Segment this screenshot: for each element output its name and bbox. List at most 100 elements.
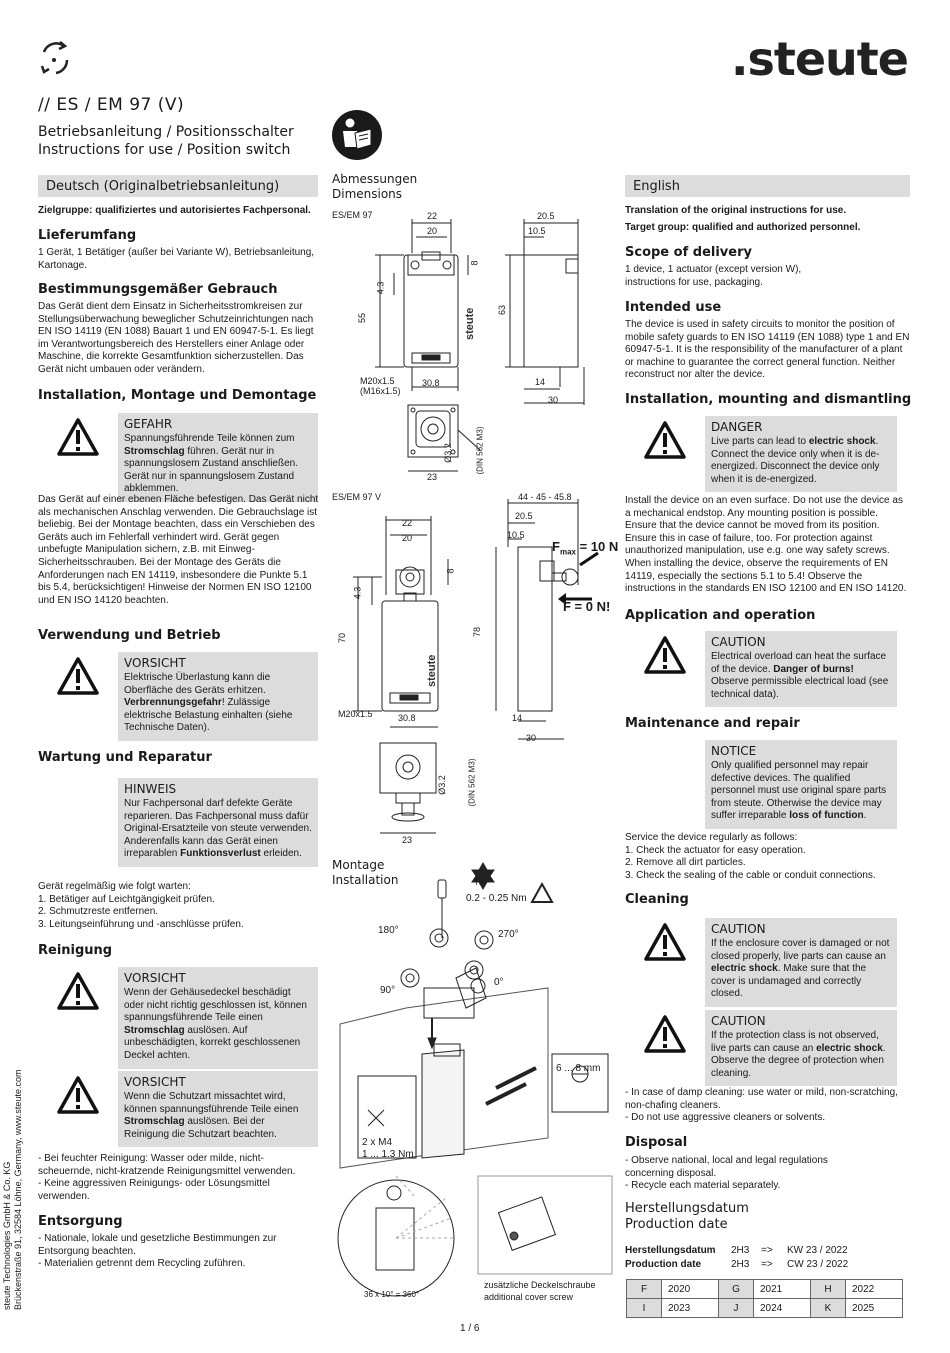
- list-item: 2. Schmutzreste entfernen.: [38, 906, 159, 918]
- caution-title-en: CAUTION: [711, 635, 766, 649]
- caution-box-op-de: VORSICHT Elektrische Überlastung kann di…: [38, 652, 318, 741]
- dim-20-5b: 20.5: [515, 511, 533, 521]
- maint-heading-de: Wartung und Reparatur: [38, 750, 212, 765]
- dim-70: 70: [337, 632, 348, 644]
- install-heading-de: Installation, Montage und Demontage: [38, 388, 317, 403]
- use-section-de: Bestimmungsgemäßer Gebrauch Das Gerät di…: [38, 282, 320, 377]
- use-section-en: Intended use The device is used in safet…: [625, 300, 911, 382]
- install-text-de: Das Gerät auf einer ebenen Fläche befest…: [38, 494, 319, 606]
- clean2-emph-en: electric shock: [816, 1042, 883, 1054]
- maint-text2-en: .: [863, 810, 867, 822]
- dim-8b: 8: [445, 568, 456, 574]
- dim-20-5: 20.5: [537, 211, 555, 221]
- scope-text-en: 1 device, 1 actuator (except version W),…: [625, 264, 802, 288]
- clean-heading-en: Cleaning: [625, 892, 689, 907]
- recycle-icon: [36, 38, 74, 78]
- dim-4-3b: 4.3: [352, 586, 363, 600]
- dim-22: 22: [427, 211, 438, 221]
- warning-triangle-icon: [38, 1071, 118, 1147]
- dim-63: 63: [497, 304, 508, 316]
- warning-triangle-icon: [38, 967, 118, 1069]
- dim-23b: 23: [402, 835, 413, 845]
- caution-box-clean2-de: VORSICHT Wenn die Schutzart missachtet w…: [38, 1071, 318, 1148]
- page-number: 1 / 6: [460, 1323, 480, 1334]
- dim-30b: 30: [526, 733, 537, 743]
- list-item: - Materialien getrennt dem Recycling zuf…: [38, 1258, 246, 1270]
- dim-din: (DIN 562 M3): [475, 426, 485, 475]
- warning-triangle-icon: [625, 1010, 705, 1086]
- list-item: - Keine aggressiven Reinigungs- oder Lös…: [38, 1178, 270, 1202]
- torque2-label: 1 ... 1.3 Nm: [362, 1149, 414, 1160]
- caution-title-de: VORSICHT: [124, 656, 186, 670]
- angle-270: 270°: [498, 929, 519, 940]
- clean2-text2-de: auslösen. Bei der Reinigung die Schutzar…: [124, 1116, 277, 1140]
- dimension-drawing-es97: steute: [375, 219, 585, 472]
- op-heading-en: Application and operation: [625, 608, 816, 623]
- prod-rows: Herstellungsdatum 2H3 => KW 23 / 2022 Pr…: [625, 1244, 848, 1272]
- clean1-text-de: Wenn der Gehäusedeckel beschädigt oder n…: [124, 987, 307, 1024]
- maint-heading-en: Maintenance and repair: [625, 716, 800, 731]
- list-item: - Observe national, local and legal regu…: [625, 1155, 828, 1179]
- dim-4-3: 4.3: [375, 281, 386, 295]
- dim-55: 55: [357, 312, 368, 324]
- disp-list-de: - Nationale, lokale und gesetzliche Best…: [38, 1233, 300, 1271]
- clean2-text-en: If the protection class is not observed,…: [711, 1030, 879, 1054]
- warning-triangle-icon: [38, 652, 118, 741]
- mont-heading-de: Montage: [332, 858, 385, 872]
- installation-drawing: [337, 861, 613, 1297]
- force-zero-label: F = 0 N!: [563, 599, 611, 614]
- caution-box-clean2-en: CAUTION If the protection class is not o…: [625, 1010, 897, 1087]
- device-logo-text: steute: [464, 308, 476, 340]
- prod-heading: Herstellungsdatum Production date: [625, 1201, 749, 1233]
- warning-triangle-icon: [38, 413, 118, 502]
- brand-logo: .steute: [731, 32, 909, 86]
- list-item: 3. Check the sealing of the cable or con…: [625, 869, 876, 881]
- company-name: steute Technologies GmbH & Co. KG: [2, 1161, 12, 1310]
- warning-triangle-icon: [625, 631, 705, 707]
- danger-text2-de: führen. Gerät nur in spannungslosem Zust…: [124, 445, 298, 495]
- es97-label: ES/EM 97: [332, 210, 373, 220]
- clean1-emph-en: electric shock: [711, 963, 778, 975]
- dim-10-5: 10.5: [528, 226, 546, 236]
- extra-screw-en: additional cover screw: [484, 1292, 574, 1302]
- danger-box-en: DANGER Live parts can lead to electric s…: [625, 416, 897, 493]
- company-address: steute Technologies GmbH & Co. KG Brücke…: [2, 1070, 24, 1310]
- service-list-en: Service the device regularly as follows:…: [625, 832, 910, 882]
- doc-subtitle-de: Betriebsanleitung / Positionsschalter: [38, 124, 294, 140]
- dim-diameter: Ø3.2: [442, 443, 453, 463]
- danger-title-de: GEFAHR: [124, 417, 173, 431]
- list-item: 1. Betätiger auf Leichtgängigkeit prüfen…: [38, 893, 215, 905]
- notice-box-en: NOTICE Only qualified personnel may repa…: [625, 740, 897, 829]
- use-text-de: Das Gerät dient dem Einsatz in Sicherhei…: [38, 301, 314, 375]
- warning-triangle-icon: [625, 918, 705, 1007]
- dim-diameter-b: Ø3.2: [436, 775, 447, 795]
- caution-title-de: VORSICHT: [124, 1075, 186, 1089]
- dim-stroke: 44 - 45 - 45.8: [518, 492, 572, 502]
- caution-box-clean1-en: CAUTION If the enclosure cover is damage…: [625, 918, 897, 1007]
- maint-text2-de: erleiden.: [260, 848, 302, 860]
- dimension-drawing-es97v: steute: [353, 499, 599, 834]
- danger-text-de: Spannungsführende Teile können zum: [124, 433, 295, 444]
- danger-box-de: GEFAHR Spannungsführende Teile können zu…: [38, 413, 318, 502]
- clean2-text-de: Wenn die Schutzart missachtet wird, könn…: [124, 1091, 299, 1115]
- use-text-en: The device is used in safety circuits to…: [625, 319, 910, 381]
- prod-heading-de: Herstellungsdatum: [625, 1201, 749, 1216]
- clean1-emph-de: Stromschlag: [124, 1024, 185, 1036]
- angle-180: 180°: [378, 925, 399, 936]
- clean-list-en: - In case of damp cleaning: use water or…: [625, 1087, 905, 1125]
- scope-text-de: 1 Gerät, 1 Betätiger (außer bei Variante…: [38, 247, 315, 271]
- op-text-de: Elektrische Überlastung kann die Oberflä…: [124, 672, 271, 696]
- angle-90: 90°: [380, 985, 396, 996]
- list-item: - In case of damp cleaning: use water or…: [625, 1087, 898, 1111]
- dim-22b: 22: [402, 518, 413, 528]
- caution-box-op-en: CAUTION Electrical overload can heat the…: [625, 631, 897, 708]
- prod-heading-en: Production date: [625, 1217, 728, 1232]
- notice-blank-icon: [625, 740, 705, 829]
- dim-30-8b: 30.8: [398, 713, 416, 723]
- op-emph-en: Danger of burns!: [773, 663, 854, 675]
- list-item: 2. Remove all dirt particles.: [625, 857, 746, 869]
- prod-row: Production date 2H3 => CW 23 / 2022: [625, 1259, 849, 1270]
- clean1-text2-de: auslösen. Auf unbeschädigten, korrekt ge…: [124, 1024, 301, 1061]
